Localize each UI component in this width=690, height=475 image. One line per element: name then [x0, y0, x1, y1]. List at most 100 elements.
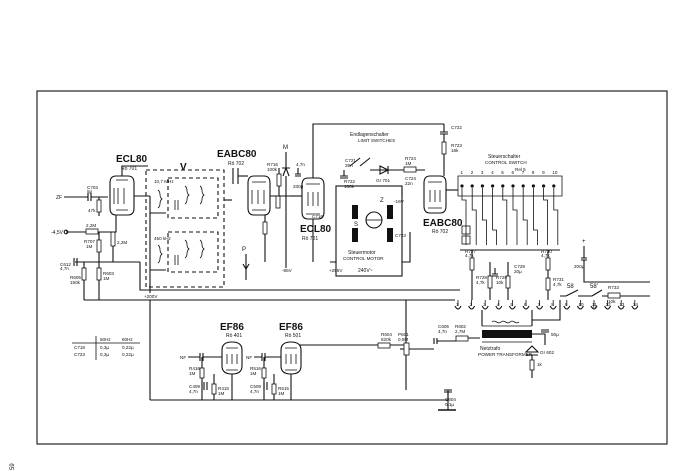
c-330p-val: 330p — [293, 184, 304, 189]
limit-switch-contacts — [349, 157, 371, 167]
c718-ref: C718 — [312, 214, 323, 219]
tube-ef86-b-envelope — [280, 341, 302, 375]
switch-wire — [471, 188, 477, 245]
c723-ref: C723 — [395, 233, 406, 238]
switch-wire — [461, 188, 467, 245]
table-header-2: 60Hz — [122, 337, 133, 342]
node-plus295: +295V — [329, 268, 343, 273]
r724-symbol — [403, 166, 417, 173]
c604-val: 0,1µ — [445, 402, 454, 407]
r604-val: 820k — [381, 337, 392, 342]
switch-contact — [480, 184, 484, 188]
c612-val: 4,7n — [60, 266, 69, 271]
switch-contact — [552, 184, 556, 188]
terminal-label: 4 — [497, 302, 500, 307]
c605-val: 4,7n — [438, 329, 447, 334]
node-nf2: NF — [246, 355, 252, 360]
c409-val: 4,7n — [189, 389, 198, 394]
r731-val: 4,7k — [553, 282, 562, 287]
switch-contact — [521, 184, 525, 188]
terminal-symbol — [549, 305, 557, 310]
r731-symbol — [545, 277, 551, 291]
switch-contact-label: 7 — [522, 170, 525, 175]
r731-ref: R731 — [553, 277, 564, 282]
switch-contact — [511, 184, 515, 188]
terminal-label: 5 — [510, 302, 513, 307]
table-row-0-c1: 0,3µ — [100, 345, 109, 350]
tube-ef86-a-envelope — [221, 341, 243, 375]
terminal-symbol — [481, 305, 489, 310]
r723-symbol — [441, 141, 447, 155]
terminal-label: 11 — [592, 302, 597, 307]
frame-border — [36, 90, 668, 445]
c604-symbol — [444, 389, 452, 410]
sym-M: M — [283, 145, 288, 151]
c605-ref: C605 — [438, 324, 449, 329]
r716-ref: R716 — [267, 162, 278, 167]
c509-val: 4,7n — [250, 389, 259, 394]
limit-switch-de: Endlagenschalter — [350, 132, 389, 138]
terminal-label: 9 — [565, 302, 568, 307]
r730-val: 4,7k — [541, 253, 550, 258]
terminal-symbol — [522, 305, 530, 310]
r722-val: 100k — [344, 184, 355, 189]
table-row-1-c0: C723 — [74, 352, 85, 357]
r730-symbol — [545, 257, 551, 271]
terminal-symbol — [590, 305, 598, 310]
r415-val: 1M — [218, 391, 225, 396]
switch-contact — [501, 184, 505, 188]
switch-contact-label: 10 — [552, 170, 558, 175]
terminal-symbol — [617, 305, 625, 310]
node-58: 58 — [567, 284, 574, 290]
p601-symbol — [403, 342, 410, 356]
r605-val: 150k — [70, 280, 81, 285]
terminal-label: 7 — [538, 302, 541, 307]
c729-ref: C729 — [514, 264, 525, 269]
c703-ref: C703 — [87, 185, 98, 190]
terminal-symbol — [454, 305, 462, 310]
tube-ef86-b-type: EF86 — [279, 322, 303, 333]
transformer-label-de: Netztrafo — [480, 346, 501, 352]
switch-contact — [542, 184, 546, 188]
c724-val: 22n — [405, 181, 413, 186]
r702-symbol — [96, 199, 102, 213]
tube-ecl80-left-envelope — [109, 175, 135, 216]
gr701-label: Gr 701 — [376, 178, 390, 183]
tube-ecl80-mid-type: ECL80 — [300, 224, 332, 235]
r-22m-in — [85, 228, 99, 235]
r416-ref: R416 — [189, 366, 200, 371]
tube-ef86-a-ref: Rö 401 — [226, 333, 242, 339]
terminal-symbol — [536, 305, 544, 310]
table-row-0-c0: C718 — [74, 345, 85, 350]
motor-label-de: Steuermotor — [348, 250, 376, 256]
gr602-label: Gr 602 — [540, 350, 554, 355]
r724-val: 1M — [405, 161, 412, 166]
c-47n-val: 4,7n — [296, 162, 305, 167]
terminal-symbol — [508, 305, 516, 310]
page-number: 59 — [10, 463, 16, 470]
r515-ref: R515 — [278, 386, 289, 391]
tube-ef86-a-type: EF86 — [220, 322, 244, 333]
value-table: 50Hz 60Hz C718 0,3µ 0,22µ C723 0,3µ 0,22… — [72, 336, 140, 360]
r702-val: 47k — [88, 208, 96, 213]
r1k-val: 1k — [537, 362, 543, 367]
tube-eabc80-right-ref: Rö 702 — [432, 229, 448, 235]
c703-val: 5p — [87, 189, 93, 194]
r516-val: 1M — [250, 371, 257, 376]
tube-ecl80-left-type: ECL80 — [116, 154, 148, 165]
r-22m-symbol — [110, 231, 116, 247]
r729-ref: R729 — [496, 275, 507, 280]
tube-eabc80-right-envelope — [423, 175, 447, 214]
r516-ref: R516 — [250, 366, 261, 371]
terminal-symbol — [563, 305, 571, 310]
rel5-label: Rel 5 — [515, 167, 526, 172]
r516-symbol — [261, 367, 267, 379]
tube-eabc80-upper-ref: Rö 702 — [228, 161, 244, 167]
r515-val: 1M — [278, 391, 285, 396]
r604-ref: R604 — [381, 332, 392, 337]
limit-switch-en: LIMIT SWITCHES — [358, 138, 395, 143]
r416-val: 1M — [189, 371, 196, 376]
c612-ref: C612 — [60, 262, 71, 267]
c200-val: 200µ — [574, 264, 585, 269]
